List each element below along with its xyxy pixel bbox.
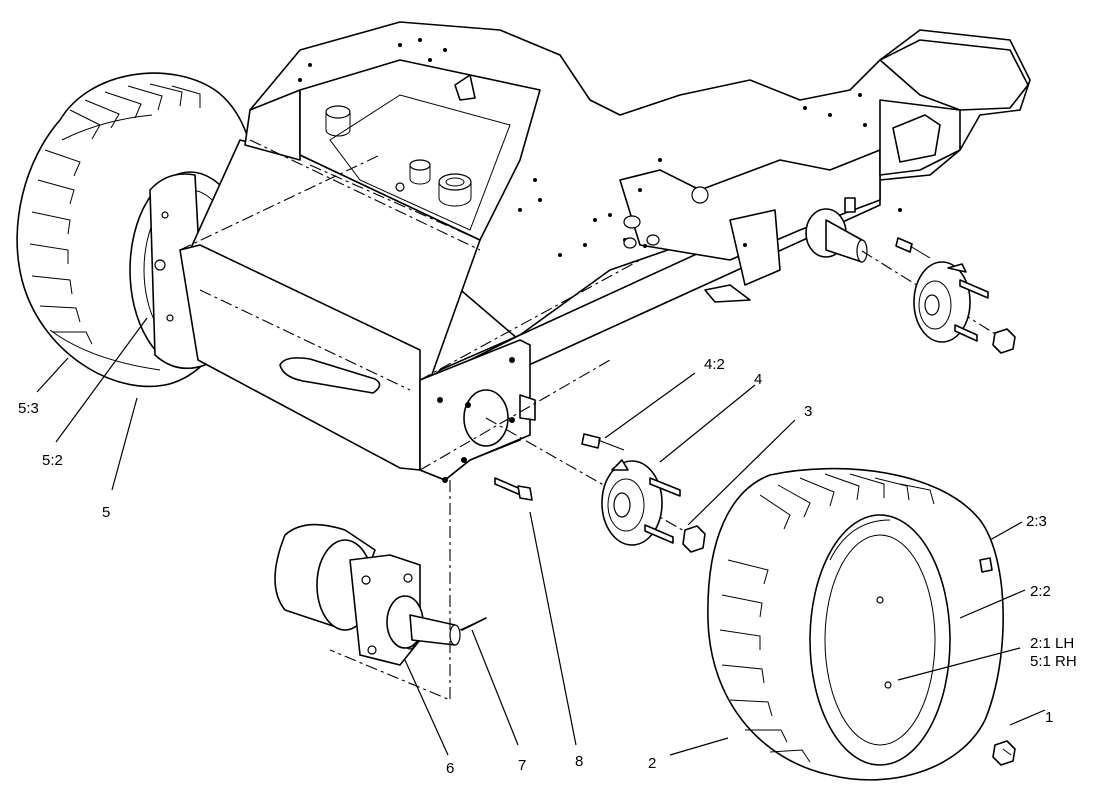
callout-4: 4	[754, 371, 762, 388]
callout-4-2: 4:2	[704, 356, 725, 373]
lower-hub-assembly	[485, 417, 706, 553]
callout-2-3: 2:3	[1026, 513, 1047, 530]
frame-assembly	[179, 21, 1031, 483]
callout-5-2: 5:2	[42, 452, 63, 469]
cotter-pin	[461, 617, 487, 631]
lug-nut	[992, 740, 1016, 766]
callout-5-1-rh: 5:1 RH	[1030, 653, 1077, 670]
callout-2-1-lh: 2:1 LH	[1030, 635, 1074, 652]
callout-2: 2	[648, 755, 656, 772]
callout-5: 5	[102, 504, 110, 521]
right-wheel	[707, 467, 1004, 781]
callout-2-2: 2:2	[1030, 583, 1051, 600]
callout-8: 8	[575, 753, 583, 770]
callout-7: 7	[518, 757, 526, 774]
callout-6: 6	[446, 760, 454, 777]
wheel-motor	[274, 480, 483, 701]
callout-3: 3	[804, 403, 812, 420]
upper-hub-assembly	[861, 237, 1016, 354]
callout-5-3: 5:3	[18, 400, 39, 417]
leader-lines	[36, 317, 1046, 756]
callout-labels: 1 2 2:1 LH 5:1 RH 2:2 2:3 3 4 4:2 5 5:2 …	[18, 356, 1077, 777]
frame-holes	[298, 38, 902, 483]
bolt-item-8	[494, 477, 533, 501]
callout-1: 1	[1045, 709, 1053, 726]
